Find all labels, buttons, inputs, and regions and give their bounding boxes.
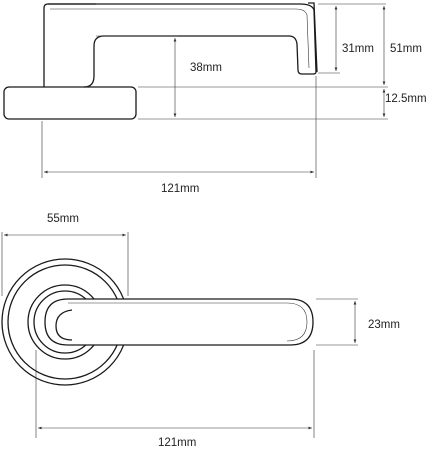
neck-inner-edge [55, 309, 73, 341]
label-rose-thickness: 12.5mm [385, 93, 427, 105]
lever-body-side [48, 3, 317, 88]
label-overall-height: 51mm [390, 43, 422, 55]
label-clearance: 38mm [190, 62, 222, 74]
label-rose-diameter: 55mm [47, 213, 79, 225]
lever-neck [43, 3, 96, 87]
label-length: 121mm [158, 437, 196, 449]
lever-tip [308, 2, 318, 73]
lever-body-top [44, 298, 314, 346]
side-view: 31mm 51mm 38mm 12.5mm 121mm [3, 2, 427, 195]
top-view: 55mm 23mm 121mm [1, 213, 400, 449]
lever-inner-edge [68, 302, 308, 342]
label-lever-drop: 31mm [342, 43, 374, 55]
label-projection: 121mm [161, 183, 199, 195]
label-grip-width: 23mm [368, 319, 400, 331]
rose-side-profile [3, 86, 137, 120]
lever-edge-highlight [50, 8, 310, 69]
